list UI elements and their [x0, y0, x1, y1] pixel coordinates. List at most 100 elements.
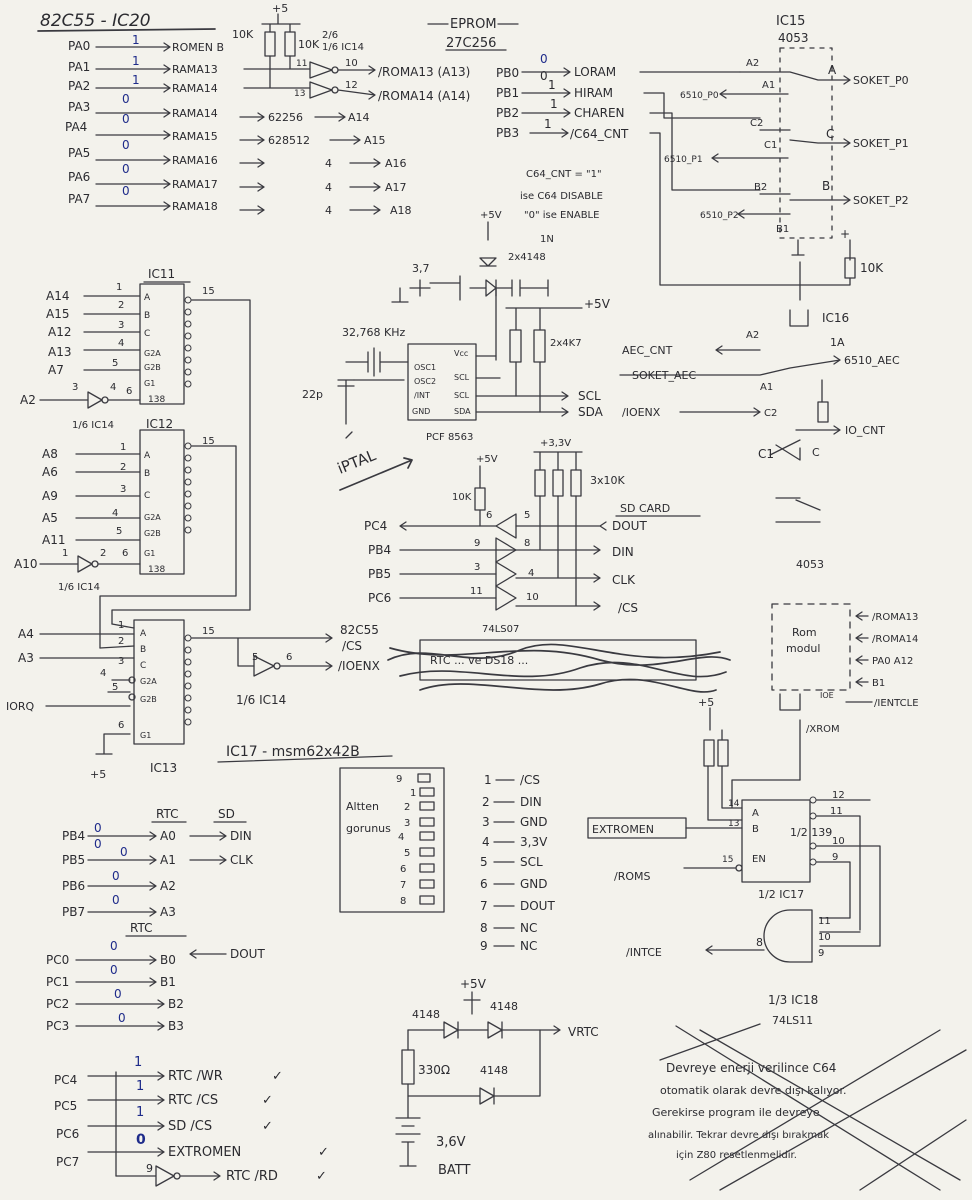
svg-text:B2: B2 — [754, 182, 767, 193]
svg-text:82C55: 82C55 — [340, 623, 379, 637]
svg-text:27C256: 27C256 — [446, 36, 496, 51]
svg-text:4: 4 — [110, 382, 116, 393]
svg-text:6: 6 — [126, 386, 132, 397]
svg-text:A2: A2 — [20, 393, 36, 407]
svg-text:RAMA14: RAMA14 — [172, 82, 218, 95]
svg-text:PA0 A12: PA0 A12 — [872, 656, 913, 667]
svg-text:15: 15 — [202, 626, 215, 637]
svg-text:PCF 8563: PCF 8563 — [426, 432, 473, 443]
eprom-label: EPROM 27C256 — [427, 17, 519, 51]
svg-text:2/6: 2/6 — [322, 30, 338, 41]
svg-text:G2B: G2B — [144, 529, 161, 538]
port-a-row: PA7 0 RAMA18 4 A18 — [68, 184, 412, 217]
svg-text:0: 0 — [136, 1132, 146, 1148]
svg-text:8: 8 — [756, 936, 763, 949]
svg-text:1: 1 — [62, 548, 68, 559]
svg-text:4053: 4053 — [796, 558, 824, 571]
port-a-row: PA3 0 RAMA14 62256 A14 — [68, 92, 370, 124]
svg-text:IO_CNT: IO_CNT — [845, 424, 885, 437]
svg-text:C64_CNT = "1": C64_CNT = "1" — [526, 169, 602, 180]
svg-text:A15: A15 — [46, 307, 69, 321]
svg-text:A7: A7 — [48, 363, 64, 377]
svg-text:6: 6 — [486, 510, 492, 521]
svg-text:6: 6 — [286, 652, 292, 663]
svg-text:PB2: PB2 — [496, 106, 519, 120]
svg-text:0: 0 — [122, 162, 130, 176]
svg-text:VRTC: VRTC — [568, 1025, 599, 1039]
svg-text:EPROM: EPROM — [450, 17, 497, 32]
pc-control-lines: PC4 1 RTC /WR ✓ PC5 1 RTC /CS ✓ PC6 1 SD… — [54, 1055, 329, 1187]
c64-note: C64_CNT = "1" ise C64 DISABLE "0" ise EN… — [520, 169, 603, 221]
svg-text:0: 0 — [112, 869, 120, 883]
svg-text:EXTROMEN: EXTROMEN — [168, 1145, 241, 1160]
svg-text:B0: B0 — [160, 953, 176, 967]
svg-text:0: 0 — [540, 52, 548, 66]
svg-text:6: 6 — [122, 548, 128, 559]
svg-text:138: 138 — [148, 565, 165, 575]
svg-text:SD CARD: SD CARD — [620, 502, 670, 515]
svg-text:AEC_CNT: AEC_CNT — [622, 344, 673, 357]
svg-text:A: A — [752, 808, 759, 819]
svg-text:0: 0 — [110, 939, 118, 953]
svg-text:Devreye enerji verilince C64: Devreye enerji verilince C64 — [666, 1061, 836, 1075]
ic13: A4 A3 IORQ 1 2 3 4 5 6 A B C G2A G2B G1 … — [6, 619, 380, 781]
svg-text:4: 4 — [325, 157, 332, 170]
svg-text:6510_P2: 6510_P2 — [700, 211, 739, 221]
svg-text:4: 4 — [118, 338, 124, 349]
svg-text:1A: 1A — [830, 336, 845, 349]
svg-text:10K: 10K — [860, 261, 884, 275]
svg-text:1: 1 — [550, 97, 558, 111]
svg-text:330Ω: 330Ω — [418, 1063, 450, 1077]
svg-text:1/2 139: 1/2 139 — [790, 826, 832, 839]
svg-text:ise C64 DISABLE: ise C64 DISABLE — [520, 191, 603, 202]
svg-text:OSC2: OSC2 — [414, 377, 436, 386]
svg-text:G2B: G2B — [144, 363, 161, 372]
svg-text:1: 1 — [132, 33, 140, 47]
ic17-module: IC17 - msm62x42B Altten gorunus 9 1 2 3 … — [217, 744, 445, 913]
svg-text:/INT: /INT — [414, 391, 430, 400]
svg-text:4: 4 — [100, 668, 106, 679]
svg-text:+5V: +5V — [584, 297, 611, 311]
svg-text:A2: A2 — [746, 58, 759, 69]
svg-text:10: 10 — [345, 58, 358, 69]
svg-text:4: 4 — [398, 832, 404, 843]
svg-text:SOKET_AEC: SOKET_AEC — [632, 369, 696, 382]
svg-text:1: 1 — [484, 773, 492, 787]
svg-text:0: 0 — [120, 845, 128, 859]
svg-text:B1: B1 — [872, 678, 885, 689]
svg-text:A14: A14 — [46, 289, 69, 303]
svg-text:Vcc: Vcc — [454, 349, 468, 358]
svg-text:PB5: PB5 — [368, 567, 391, 581]
svg-text:10K: 10K — [232, 28, 254, 41]
svg-text:B1: B1 — [776, 224, 789, 235]
svg-text:5: 5 — [404, 848, 410, 859]
svg-text:BATT: BATT — [438, 1163, 471, 1178]
svg-text:/INTCE: /INTCE — [626, 946, 662, 959]
svg-text:GND: GND — [520, 815, 548, 829]
svg-text:otomatik olarak devre dışı kal: otomatik olarak devre dışı kalıyor. — [660, 1084, 847, 1097]
svg-text:RAMA15: RAMA15 — [172, 130, 218, 143]
svg-text:G2A: G2A — [144, 349, 161, 358]
svg-text:✓: ✓ — [272, 1069, 283, 1084]
svg-text:1: 1 — [118, 620, 124, 631]
svg-text:1/6 IC14: 1/6 IC14 — [58, 582, 100, 593]
svg-text:SCL: SCL — [520, 855, 543, 869]
port-a-row: PA4 0 RAMA15 628512 A15 — [65, 112, 386, 147]
svg-text:0: 0 — [540, 69, 548, 83]
svg-text:4148: 4148 — [412, 1008, 440, 1021]
svg-text:G1: G1 — [144, 379, 155, 388]
ic13-pins — [184, 634, 192, 726]
svg-text:PA3: PA3 — [68, 100, 90, 114]
svg-text:B: B — [822, 179, 830, 193]
svg-text:RAMA18: RAMA18 — [172, 200, 218, 213]
svg-text:A: A — [140, 629, 147, 639]
svg-text:Gerekirse program ile devreye: Gerekirse program ile devreye — [652, 1106, 820, 1119]
svg-text:8: 8 — [524, 538, 530, 549]
svg-text:✓: ✓ — [316, 1169, 327, 1184]
svg-text:2: 2 — [118, 636, 124, 647]
svg-text:0: 0 — [122, 138, 130, 152]
svg-text:14: 14 — [728, 799, 740, 809]
port-a-rows: PA0 1 ROMEN B PA1 1 RAMA13 PA2 1 RAMA14 … — [65, 33, 412, 217]
svg-text:62256: 62256 — [268, 111, 303, 124]
